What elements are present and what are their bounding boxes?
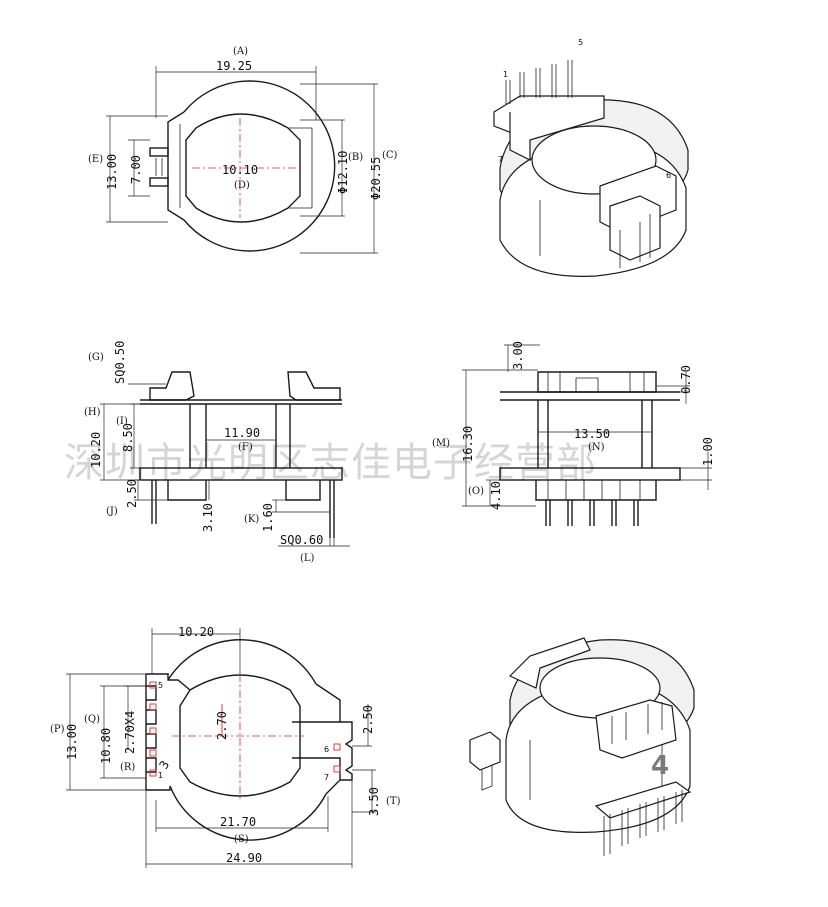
iso-pin-7-label: 7	[498, 155, 503, 164]
dim-c-letter: (C)	[382, 150, 398, 161]
dim-c-value: Φ20.55	[369, 157, 383, 200]
dim-l-letter: (L)	[300, 553, 315, 564]
dim-h-letter: (H)	[84, 407, 101, 418]
top-view-pin	[149, 147, 169, 157]
front-view: 16.30 (M) 3.00 0.70 13.50 (N) 1.00 4.10 …	[432, 341, 715, 526]
iso-pin-1-label: 1	[503, 70, 508, 79]
dim-j2-value: 3.10	[201, 503, 215, 532]
dim-g-value: SQ0.50	[113, 341, 127, 384]
top-view: 19.25 (A) Φ12.10 (B) Φ20.55 (C) 10.10 (D…	[88, 46, 398, 254]
iso-view-bottom: 4	[469, 637, 695, 856]
dim-d-letter: (D)	[234, 180, 250, 191]
dim-a-value: 19.25	[216, 59, 252, 73]
dim-bottom-right-pitch-value: 2.50	[361, 705, 375, 734]
dim-pitch-value: 2.70X4	[123, 711, 137, 754]
dim-g-letter: (G)	[88, 352, 104, 363]
dim-i-value: 8.50	[121, 423, 135, 452]
dim-f-letter: (F)	[238, 442, 253, 453]
dim-n-value: 13.50	[574, 427, 610, 441]
bottom-view: 5 1 6 7 10.20 13.00 (P) 10.80 (Q) 2.70X4…	[50, 625, 401, 868]
bottom-pin-5-label: 5	[158, 681, 163, 690]
dim-front-right-mid-value: 1.00	[701, 437, 715, 466]
iso-pin-5-label: 5	[578, 38, 583, 47]
dim-q-value: 10.80	[99, 728, 113, 764]
dim-o-value: 4.10	[489, 481, 503, 510]
iso-bottom-label: 4	[651, 751, 669, 781]
dim-r-letter: (R)	[120, 762, 135, 773]
dim-e2-value: 7.00	[129, 155, 143, 184]
bottom-pin-1-label: 1	[158, 771, 163, 780]
dim-f-value: 11.90	[224, 426, 260, 440]
bottom-pin-6-label: 6	[324, 745, 329, 754]
dim-bottom-top-width-value: 10.20	[178, 625, 214, 639]
dim-t-value: 3.50	[367, 787, 381, 816]
dim-bottom-center-value: 2.70	[215, 711, 229, 740]
dim-i-letter: (I)	[116, 416, 128, 427]
top-view-pin	[149, 177, 169, 187]
dim-a-letter: (A)	[233, 46, 248, 57]
dim-bottom-overall-value: 24.90	[226, 851, 262, 865]
dim-e-letter: (E)	[88, 154, 103, 165]
dim-front-right-top-value: 0.70	[679, 365, 693, 394]
dim-m-letter: (M)	[432, 438, 450, 449]
dim-m-value: 16.30	[461, 426, 475, 462]
bottom-pin-7-label: 7	[324, 773, 329, 782]
dim-o-letter: (O)	[468, 486, 484, 497]
dim-b-value: Φ12.10	[336, 151, 350, 194]
top-view-left-flange-edge	[167, 111, 185, 221]
dim-b-letter: (B)	[348, 152, 363, 163]
dim-t-letter: (T)	[386, 796, 401, 807]
dim-n-letter: (N)	[588, 442, 605, 453]
watermark-text: 深圳市光明区志佳电子经营部	[64, 440, 597, 486]
dim-front-top-value: 3.00	[511, 341, 525, 370]
dim-l-value: SQ0.60	[280, 533, 323, 547]
side-view-bottom-flange	[139, 467, 343, 481]
dim-k-letter: (K)	[244, 514, 259, 525]
front-view-bottom-flange	[499, 467, 681, 481]
dim-s-letter: (S)	[234, 834, 249, 845]
dim-q-letter: (Q)	[84, 714, 100, 725]
side-view: SQ0.50 (G) 10.20 (H) 8.50 (I) 11.90 (F) …	[84, 341, 350, 564]
dim-s-value: 21.70	[220, 815, 256, 829]
dim-r-value: 3	[156, 758, 172, 771]
dim-h-value: 10.20	[89, 432, 103, 468]
dim-j-letter: (J)	[106, 506, 118, 517]
top-view-outer-flange	[183, 80, 336, 252]
dim-j-value: 2.50	[125, 479, 139, 508]
iso-pin-6-label: 6	[666, 171, 671, 180]
iso-view-top: 1 5 7 6	[493, 38, 689, 277]
dim-d-value: 10.10	[222, 163, 258, 177]
dim-p-value: 13.00	[65, 724, 79, 760]
dim-k-value: 1.60	[261, 503, 275, 532]
dim-p-letter: (P)	[50, 724, 65, 735]
dim-e-value: 13.00	[105, 154, 119, 190]
